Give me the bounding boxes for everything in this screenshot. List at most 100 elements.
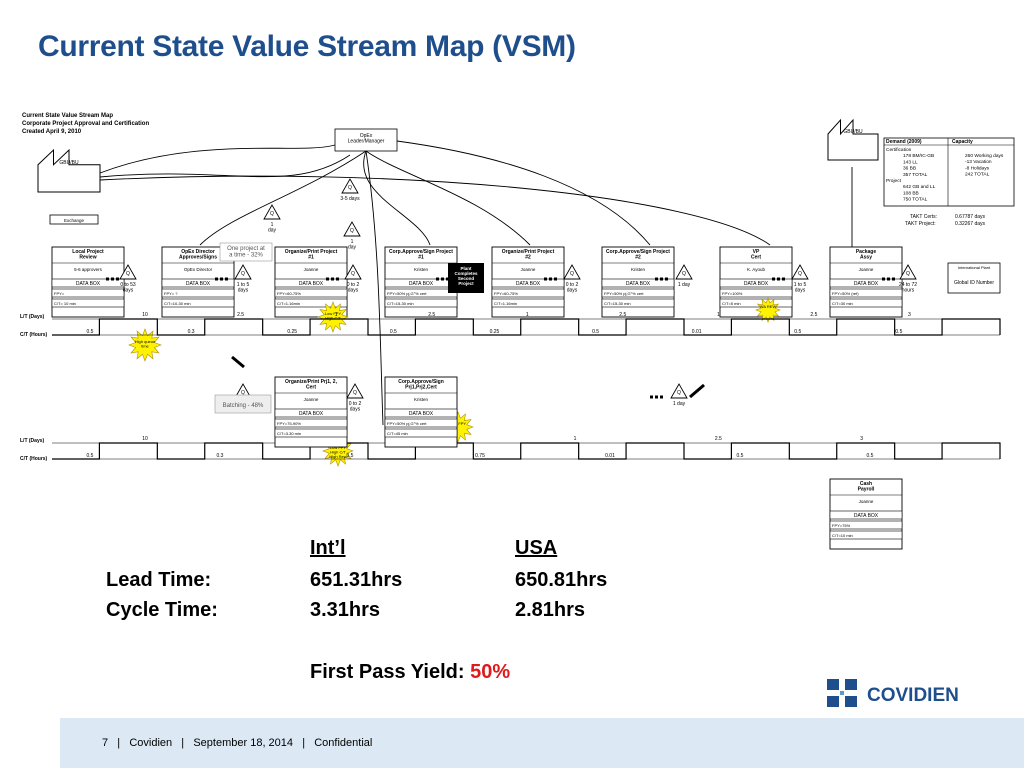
col-usa-heading: USA [515, 537, 558, 559]
cash-payroll-box-person: Joanne [859, 499, 874, 504]
timeline-2-lt-value: 10 [142, 436, 148, 442]
inventory-upper-2-q: Q [270, 211, 274, 217]
international-plant-title: International Plant [958, 265, 991, 270]
inventory-top-3-q: Q [351, 271, 355, 277]
timeline-2-lt-value: 3 [860, 436, 863, 442]
process-box-8-ct: C/T=30 min [832, 301, 853, 306]
lead-time-usa: 650.81hrs [515, 569, 608, 591]
inventory-top-5-label: 1 day [678, 282, 691, 288]
process-box-4-person: Kristen [414, 267, 429, 272]
process-box-7-databox [719, 278, 793, 288]
timeline-1-lt-value: 2.5 [619, 312, 626, 318]
lower-arrow-2 [689, 383, 705, 399]
process-box-7-ct: C/T=5 min [722, 301, 741, 306]
demand-title: Demand (2009) [886, 139, 922, 145]
logo-wordmark: COVIDIEN [867, 685, 959, 706]
inventory-upper-2 [263, 204, 281, 220]
inventory-top-5-q: Q [682, 271, 686, 277]
process-box-7-fpy: FPY=100% [722, 291, 743, 296]
plant-box [448, 263, 484, 293]
process-box-7-ct-box [719, 298, 793, 308]
process-box-5-ct: C/T=1.16min [494, 301, 517, 306]
info-flow-2 [99, 154, 351, 178]
slide-title: Current State Value Stream Map (VSM) [38, 30, 576, 63]
cash-payroll-box-fpy-box [829, 520, 903, 530]
cash-payroll-box-ct: C/T=10 min [832, 533, 853, 538]
lower-box-2-ct: C/T=45 min [387, 431, 408, 436]
timeline-2-ct-value: 0.01 [605, 453, 615, 459]
info-flow-4 [363, 150, 431, 246]
vsm-header-line: Corporate Project Approval and Certifica… [22, 121, 149, 127]
burst-4-label: Low FPY [450, 421, 467, 426]
lead-time-label: Lead Time: [106, 569, 212, 591]
process-box-1-ct-box [51, 298, 125, 308]
inventory-top-1 [119, 264, 137, 280]
exchange-box-label: Exchange [64, 218, 85, 223]
info-flow-6 [396, 140, 651, 246]
timeline-2-ct-value: 0.3 [217, 453, 224, 459]
timeline-1-ct-value: 0.5 [794, 329, 801, 335]
inventory-top-7 [899, 264, 917, 280]
process-box-5-ct-box [491, 298, 565, 308]
cycle-time-intl: 3.31hrs [310, 599, 381, 621]
cash-payroll-box-databox-label: DATA BOX [854, 513, 879, 519]
demand-line: 143 LL [903, 159, 918, 165]
demand-line: 642 GB and LL [903, 184, 936, 190]
supplier-factory [37, 148, 101, 193]
process-box-3-ct-box [274, 298, 348, 308]
demand-table [883, 137, 1015, 207]
fpy-value: 50% [470, 661, 511, 683]
process-box-6-databox-label: DATA BOX [626, 281, 651, 287]
lower-box-1-fpy-box [274, 418, 348, 428]
process-box-7-person: K. Ayoub [747, 267, 765, 272]
process-box-1-databox [51, 278, 125, 288]
cash-payroll-box-databox [829, 510, 903, 520]
lower-box-1-fpy: FPY=75-90% [277, 421, 301, 426]
process-box-4-title: Corp.Approve/Sign Project#1 [389, 249, 453, 261]
process-box-6-ct: C/T=15-30 min [604, 301, 631, 306]
process-box-5-person: Joanne [521, 267, 536, 272]
process-box-5-databox [491, 278, 565, 288]
lower-box-2-databox-label: DATA BOX [409, 411, 434, 417]
inventory-top-4-q: Q [570, 271, 574, 277]
vsm-diagram: Current State Value Stream MapCorporate … [20, 113, 1015, 550]
process-box-2-fpy-box [161, 288, 235, 298]
inventory-lower-3 [670, 383, 688, 399]
inventory-lower-2 [346, 383, 364, 399]
inventory-upper-3 [343, 221, 361, 237]
timeline-2-ct-label: C/T (Hours) [20, 456, 48, 462]
process-box-2-ct: C/T=10-30 min [164, 301, 191, 306]
process-box-2-fpy: FPY= ? [164, 291, 178, 296]
timeline-1-lt-value: 1 [717, 312, 720, 318]
footer-classification: Confidential [314, 737, 373, 749]
cash-payroll-box-ct-box [829, 530, 903, 540]
inventory-top-7-q: Q [906, 271, 910, 277]
process-box-3-databox [274, 278, 348, 288]
covidien-logo: COVIDIEN [827, 679, 959, 707]
takt-project-value: 0.32267 days [955, 221, 986, 227]
process-box-8-person: Joanne [859, 267, 874, 272]
inventory-lower-1-q: Q [241, 390, 245, 396]
one-project-callout [219, 242, 273, 262]
inventory-top-5 [675, 264, 693, 280]
inventory-lower-3-q: Q [677, 390, 681, 396]
demand-line: 357 TOTAL [903, 172, 928, 178]
demand-line: Certification [886, 147, 912, 153]
timeline-1-ct-value: 0.5 [592, 329, 599, 335]
lower-arrow-1 [231, 355, 245, 369]
process-box-2-databox [161, 278, 235, 288]
info-flow-1 [99, 144, 336, 174]
process-box-4-databox-label: DATA BOX [409, 281, 434, 287]
lower-box-1-person: Joanne [304, 397, 319, 402]
burst-3 [755, 297, 781, 323]
lower-box-1-ct-box [274, 428, 348, 438]
footer-bar: 7 | Covidien | September 18, 2014 | Conf… [60, 718, 1024, 768]
